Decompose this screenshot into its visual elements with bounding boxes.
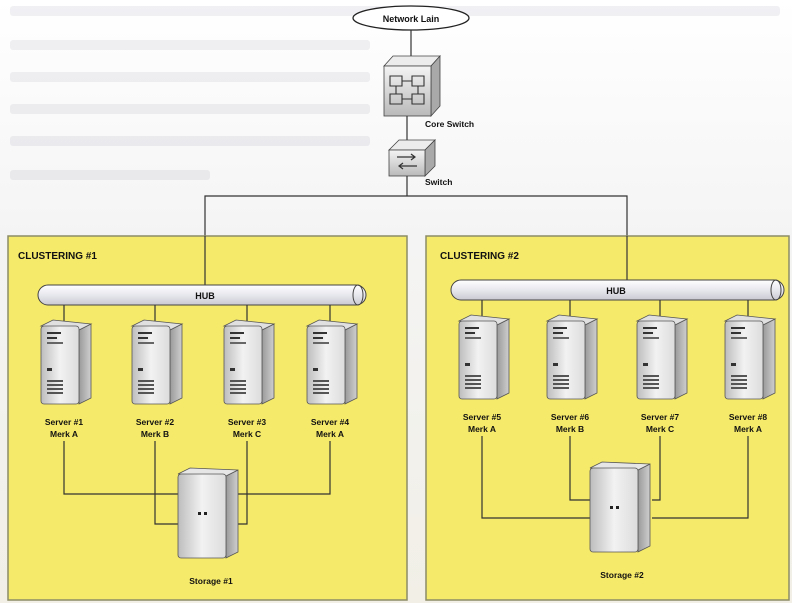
- storage-1-label: Storage #1: [189, 576, 233, 586]
- cluster-1: CLUSTERING #1 HUB Server #1 Merk A Serve…: [7, 235, 408, 601]
- server-name: Server #3: [228, 417, 267, 427]
- server-brand: Merk C: [646, 424, 674, 434]
- switch-label: Switch: [425, 177, 452, 187]
- server-name: Server #7: [641, 412, 680, 422]
- server-name: Server #2: [136, 417, 175, 427]
- cluster-2: CLUSTERING #2 HUB Server #5 Merk A Serve…: [425, 235, 790, 601]
- server-name: Server #5: [463, 412, 502, 422]
- core-switch-label: Core Switch: [425, 119, 474, 129]
- server-name: Server #8: [729, 412, 768, 422]
- server-brand: Merk A: [468, 424, 496, 434]
- server-icon: [131, 319, 183, 405]
- server-icon: [40, 319, 92, 405]
- cluster-2-title: CLUSTERING #2: [440, 251, 519, 262]
- server-icon: [636, 314, 688, 400]
- server-name: Server #1: [45, 417, 84, 427]
- server-name: Server #4: [311, 417, 350, 427]
- cluster-1-title: CLUSTERING #1: [18, 251, 97, 262]
- hub-icon: [37, 284, 367, 306]
- server-icon: [724, 314, 776, 400]
- server-brand: Merk B: [556, 424, 584, 434]
- server-brand: Merk A: [50, 429, 78, 439]
- core-switch-icon: [383, 54, 441, 118]
- server-icon: [458, 314, 510, 400]
- server-brand: Merk C: [233, 429, 261, 439]
- server-name: Server #6: [551, 412, 590, 422]
- storage-links-1: [63, 441, 331, 525]
- server-icon: [223, 319, 275, 405]
- server-icon: [546, 314, 598, 400]
- server-icon: [306, 319, 358, 405]
- storage-icon: [589, 461, 651, 553]
- storage-icon: [177, 467, 239, 559]
- hub-icon: [450, 279, 785, 301]
- hub-2-label: HUB: [606, 286, 626, 296]
- hub-1-label: HUB: [195, 291, 215, 301]
- switch-icon: [388, 139, 436, 177]
- storage-2-label: Storage #2: [600, 570, 644, 580]
- server-brand: Merk A: [734, 424, 762, 434]
- storage-links-2: [481, 436, 749, 519]
- server-brand: Merk A: [316, 429, 344, 439]
- network-lain-label: Network Lain: [383, 14, 440, 24]
- switch-to-hubs-line: [204, 176, 628, 236]
- server-brand: Merk B: [141, 429, 169, 439]
